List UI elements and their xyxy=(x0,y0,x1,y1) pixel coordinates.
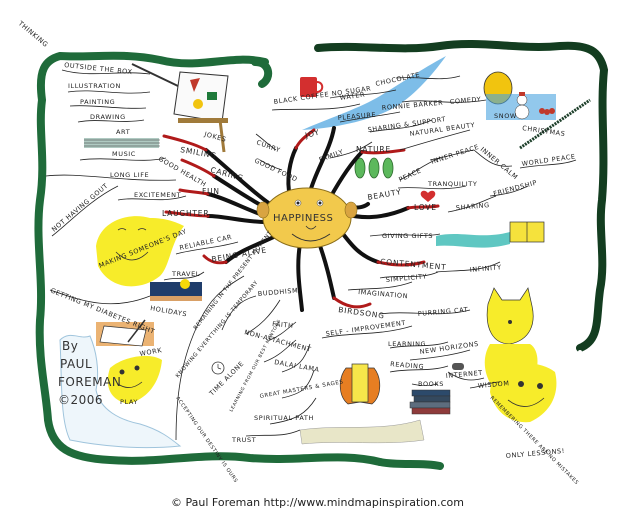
node-imagination[interactable]: IMAGINATION xyxy=(358,288,409,300)
node-trust[interactable]: TRUST xyxy=(231,436,256,444)
heart-icon xyxy=(420,190,436,202)
node-nature[interactable]: NATURE xyxy=(356,145,391,154)
node-non-attachment[interactable]: NON-ATTACHMENT xyxy=(243,328,312,354)
river-icon xyxy=(302,56,446,130)
node-wisdom[interactable]: WISDOM xyxy=(477,379,509,390)
node-world-peace[interactable]: WORLD PEACE xyxy=(521,152,576,167)
node-holidays[interactable]: HOLIDAYS xyxy=(150,304,188,318)
node-contentment[interactable]: CONTENTMENT xyxy=(380,257,447,272)
node-friendship[interactable]: FRIENDSHIP xyxy=(492,179,538,198)
mouse-icon xyxy=(452,363,464,370)
music-staff-icon xyxy=(84,138,160,148)
red-branch-accents xyxy=(162,128,440,309)
node-pleasure[interactable]: PLEASURE xyxy=(337,111,376,122)
play-sun-icon xyxy=(107,355,162,404)
smiling-sun-icon xyxy=(96,216,184,287)
node-laughter[interactable]: LAUGHTER xyxy=(162,209,209,218)
clock-icon xyxy=(211,361,225,375)
node-water[interactable]: WATER xyxy=(339,90,365,101)
node-smiling[interactable]: SMILING xyxy=(180,145,218,160)
node-new-horizons[interactable]: NEW HORIZONS xyxy=(419,340,479,356)
leaves-icon xyxy=(354,157,394,179)
holly-icon xyxy=(519,98,591,150)
node-jokes[interactable]: JOKES xyxy=(203,130,228,144)
thin-branches xyxy=(45,69,577,441)
svg-text:©2006: ©2006 xyxy=(58,393,103,407)
books-stack-icon xyxy=(409,389,451,415)
snake-head-left-icon xyxy=(251,58,273,88)
node-drawing[interactable]: DRAWING xyxy=(90,113,126,121)
node-not-having-gout[interactable]: NOT HAVING GOUT xyxy=(50,182,110,234)
easel-painting-icon xyxy=(131,63,229,153)
node-infinity[interactable]: INFINITY xyxy=(469,263,502,274)
cloud-icon xyxy=(59,334,182,449)
coffee-mug-icon xyxy=(300,77,324,97)
node-curry[interactable]: CURRY xyxy=(255,138,281,154)
center-label: HAPPINESS xyxy=(273,213,333,224)
node-self-improvement[interactable]: SELF - IMPROVEMENT xyxy=(325,319,406,338)
node-peace[interactable]: PEACE xyxy=(397,166,422,183)
snake-border-icon xyxy=(34,51,384,466)
node-tranquility[interactable]: TRANQUILITY xyxy=(427,180,477,188)
node-long-life[interactable]: LONG LIFE xyxy=(110,171,149,179)
node-reading[interactable]: READING xyxy=(390,360,425,371)
node-work[interactable]: WORK xyxy=(139,346,163,358)
happiness-center-node[interactable]: HAPPINESS xyxy=(256,187,358,249)
node-art[interactable]: ART xyxy=(116,128,130,136)
corner-label: THINKING xyxy=(16,19,50,49)
node-painting[interactable]: PAINTING xyxy=(80,98,115,106)
lesson-sun-icon xyxy=(490,363,557,423)
node-sharing[interactable]: SHARING xyxy=(455,201,490,212)
node-simplicity[interactable]: SIMPLICITY xyxy=(385,272,427,284)
snake-border-right-icon xyxy=(314,40,609,352)
node-books[interactable]: BOOKS xyxy=(418,380,444,388)
svg-text:By: By xyxy=(62,339,78,353)
node-music[interactable]: MUSIC xyxy=(112,150,136,158)
node-learning[interactable]: LEARNING xyxy=(388,340,426,348)
node-excitement[interactable]: EXCITEMENT xyxy=(134,191,181,199)
node-spiritual-path[interactable]: SPIRITUAL PATH xyxy=(254,414,314,422)
node-family[interactable]: FAMILY xyxy=(318,148,345,164)
node-comedy[interactable]: COMEDY xyxy=(449,95,481,106)
node-snow[interactable]: SNOW xyxy=(494,112,517,120)
node-love[interactable]: LOVE xyxy=(414,203,437,212)
node-beauty[interactable]: BEAUTY xyxy=(367,187,403,202)
node-illustration[interactable]: ILLUSTRATION xyxy=(68,82,121,90)
snowman-icon xyxy=(514,92,530,120)
node-inner-peace[interactable]: INNER PEACE xyxy=(430,143,480,166)
node-fun[interactable]: FUN xyxy=(202,187,220,196)
node-great-masters-sages[interactable]: GREAT MASTERS & SAGES xyxy=(259,379,344,400)
node-dalai-lama[interactable]: DALAI LAMA xyxy=(274,358,321,374)
node-purring-cat[interactable]: PURRING CAT xyxy=(417,306,468,318)
node-giving-gifts[interactable]: GIVING GIFTS xyxy=(382,232,433,240)
svg-text:PAUL: PAUL xyxy=(60,357,92,371)
node-reliable-car[interactable]: RELIABLE CAR xyxy=(179,233,233,252)
reading-book-icon xyxy=(339,363,381,405)
node-play[interactable]: PLAY xyxy=(120,398,138,406)
node-joy[interactable]: JOY xyxy=(303,127,320,140)
svg-text:FOREMAN: FOREMAN xyxy=(58,375,121,389)
copyright-footer: © Paul Foreman http://www.mindmapinspira… xyxy=(171,496,464,509)
path-icon xyxy=(299,419,425,445)
node-birdsong[interactable]: BIRDSONG xyxy=(338,305,386,320)
island-holiday-icon xyxy=(150,279,202,301)
node-inner-calm[interactable]: INNER CALM xyxy=(479,145,520,181)
author-credit: By PAUL FOREMAN ©2006 xyxy=(58,339,121,407)
book-pen-icon xyxy=(96,319,154,347)
node-buddhism[interactable]: BUDDHISM xyxy=(257,286,298,298)
node-travel[interactable]: TRAVEL xyxy=(171,270,200,278)
node-internet[interactable]: INTERNET xyxy=(445,369,483,380)
node-christmas[interactable]: CHRISTMAS xyxy=(522,124,566,138)
gift-hand-icon xyxy=(436,221,545,248)
node-faith[interactable]: FAITH xyxy=(272,320,294,330)
